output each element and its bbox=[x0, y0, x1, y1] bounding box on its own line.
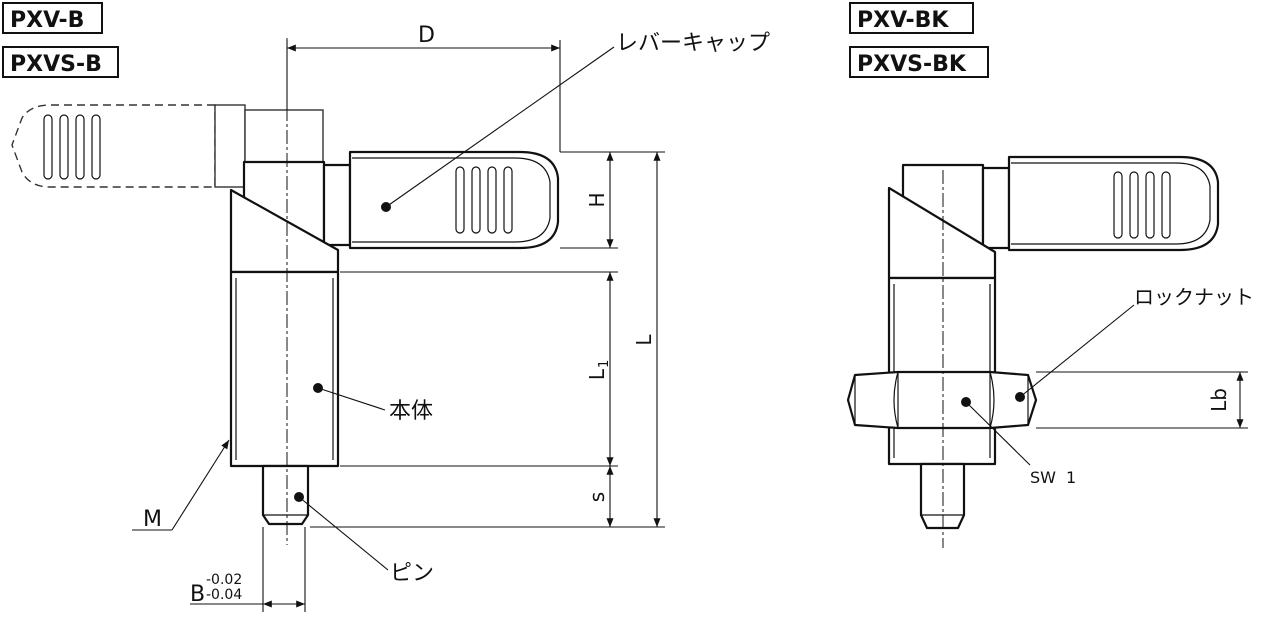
svg-text:1: 1 bbox=[1066, 468, 1076, 487]
svg-text:PXVS-BK: PXVS-BK bbox=[857, 52, 967, 77]
svg-text:1: 1 bbox=[597, 360, 612, 368]
dim-s-label: s bbox=[585, 492, 609, 502]
lock-nut bbox=[846, 370, 1038, 430]
model-label-pxv-b: PXV-B bbox=[2, 2, 103, 34]
model-label-pxvs-b: PXVS-B bbox=[2, 46, 119, 78]
lever-cap bbox=[348, 150, 560, 250]
dim-m-label: M bbox=[143, 507, 162, 532]
svg-text:PXVS-B: PXVS-B bbox=[10, 52, 102, 77]
svg-text:L: L bbox=[585, 368, 609, 380]
svg-text:PXV-B: PXV-B bbox=[10, 8, 84, 33]
dim-l-label: L bbox=[632, 334, 656, 346]
dim-lb-label: Lb bbox=[1207, 388, 1231, 412]
left-view: D H L 1 s L B -0.02 -0.04 bbox=[11, 23, 770, 612]
svg-text:-0.04: -0.04 bbox=[206, 587, 242, 603]
right-view: Lb ロックナット SW 1 bbox=[846, 155, 1254, 548]
callout-lock-nut: ロックナット bbox=[1134, 285, 1254, 309]
ghost-lever bbox=[11, 104, 324, 188]
main-body bbox=[229, 270, 340, 468]
model-label-pxv-bk: PXV-BK bbox=[849, 2, 974, 34]
svg-text:B: B bbox=[190, 582, 205, 607]
dim-b-label: B -0.02 -0.04 bbox=[190, 572, 242, 607]
svg-text:SW: SW bbox=[1030, 468, 1056, 487]
dim-d-label: D bbox=[418, 23, 435, 48]
callout-body: 本体 bbox=[389, 399, 433, 424]
callout-lever-cap: レバーキャップ bbox=[616, 31, 770, 56]
dim-l1-label: L 1 bbox=[585, 360, 612, 380]
model-label-pxvs-bk: PXVS-BK bbox=[849, 46, 989, 78]
callout-sw1: SW 1 bbox=[1030, 468, 1076, 487]
svg-text:PXV-BK: PXV-BK bbox=[857, 8, 949, 33]
svg-text:-0.02: -0.02 bbox=[206, 572, 242, 588]
callout-pin: ピン bbox=[390, 561, 434, 586]
dim-h-label: H bbox=[585, 192, 609, 207]
